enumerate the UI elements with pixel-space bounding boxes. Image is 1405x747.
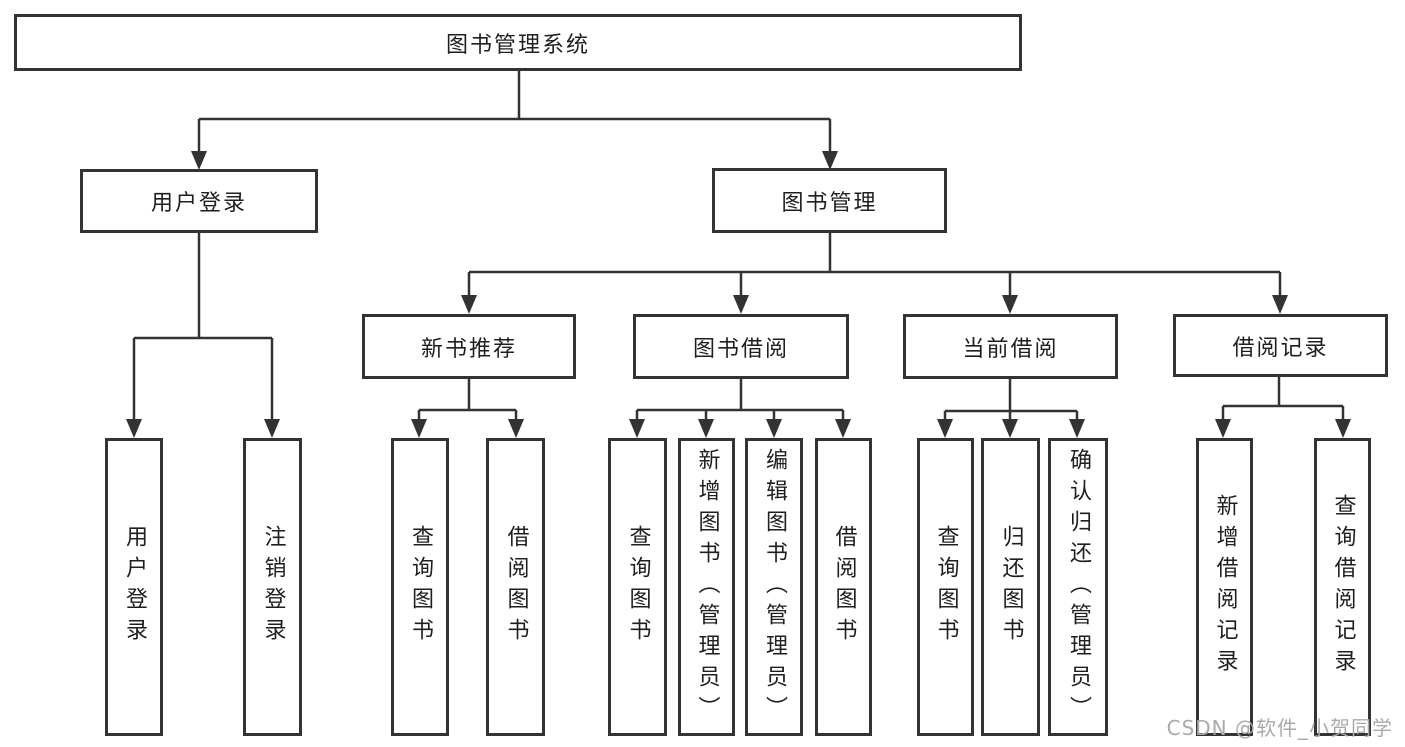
leaf-add-borrow-record-label: 新增借阅记录: [1212, 494, 1238, 680]
node-borrowing-records: 借阅记录: [1173, 314, 1388, 377]
node-book-borrowing: 图书借阅: [633, 314, 849, 379]
csdn-watermark: CSDN @软件_小贺同学: [1166, 716, 1393, 740]
leaf-query-books-current-label: 查询图书: [933, 525, 959, 649]
leaf-user-login: 用户登录: [105, 438, 163, 736]
leaf-confirm-return-admin: 确认归还（管理员）: [1048, 438, 1108, 736]
leaf-user-login-label: 用户登录: [122, 525, 147, 649]
leaf-query-borrow-record: 查询借阅记录: [1314, 438, 1371, 736]
leaf-return-book: 归还图书: [981, 438, 1040, 736]
leaf-borrow-books-recommend-label: 借阅图书: [503, 525, 529, 649]
leaf-query-books-borrowing-label: 查询图书: [625, 525, 651, 649]
node-borrowing-records-label: 借阅记录: [1232, 335, 1329, 361]
leaf-borrow-books-recommend: 借阅图书: [486, 438, 545, 736]
node-root-label: 图书管理系统: [445, 32, 590, 58]
leaf-query-books-borrowing: 查询图书: [608, 438, 667, 736]
leaf-add-borrow-record: 新增借阅记录: [1196, 438, 1253, 736]
leaf-logout: 注销登录: [243, 438, 302, 736]
node-new-book-recommend: 新书推荐: [362, 314, 576, 379]
node-user-login-label: 用户登录: [150, 191, 247, 216]
leaf-edit-book-admin-label: 编辑图书（管理员）: [762, 447, 787, 727]
leaf-query-borrow-record-label: 查询借阅记录: [1330, 494, 1356, 680]
leaf-borrow-books-borrowing: 借阅图书: [815, 438, 872, 736]
leaf-query-books-recommend: 查询图书: [391, 438, 449, 736]
node-user-login: 用户登录: [80, 169, 318, 233]
leaf-logout-label: 注销登录: [260, 525, 286, 649]
leaf-confirm-return-admin-label: 确认归还（管理员）: [1066, 447, 1091, 727]
leaf-return-book-label: 归还图书: [998, 525, 1024, 649]
node-new-book-recommend-label: 新书推荐: [420, 336, 517, 362]
leaf-query-books-recommend-label: 查询图书: [408, 525, 433, 649]
node-current-borrowing: 当前借阅: [903, 314, 1118, 379]
leaf-query-books-current: 查询图书: [917, 438, 974, 736]
leaf-borrow-books-borrowing-label: 借阅图书: [831, 525, 857, 649]
node-book-borrowing-label: 图书借阅: [692, 336, 789, 362]
leaf-add-book-admin-label: 新增图书（管理员）: [694, 447, 720, 727]
node-root: 图书管理系统: [14, 14, 1022, 71]
node-book-management-label: 图书管理: [781, 190, 878, 216]
leaf-edit-book-admin: 编辑图书（管理员）: [745, 438, 803, 736]
leaf-add-book-admin: 新增图书（管理员）: [678, 438, 735, 736]
node-book-management: 图书管理: [712, 168, 947, 233]
node-current-borrowing-label: 当前借阅: [962, 336, 1059, 362]
